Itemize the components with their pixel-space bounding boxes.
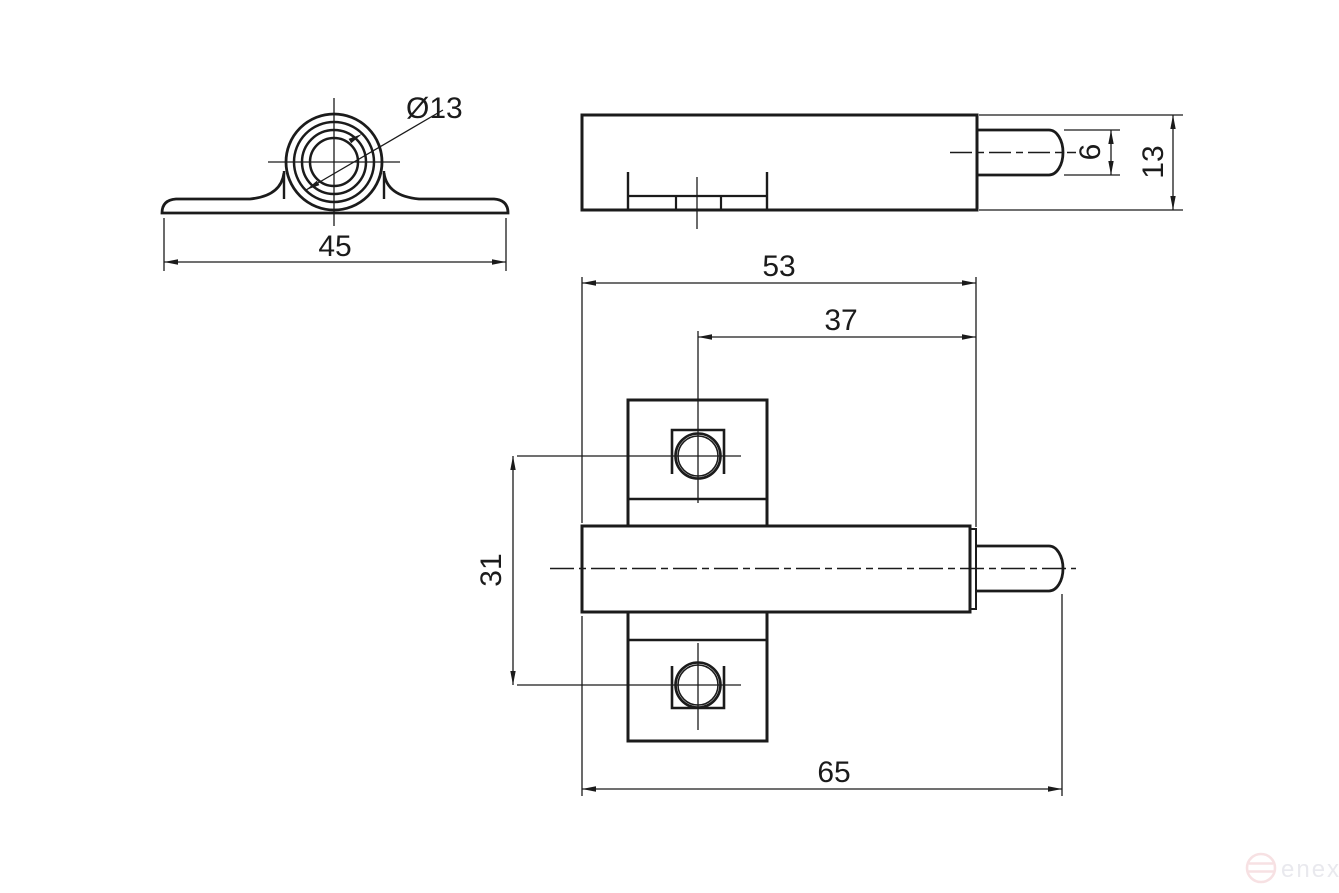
- arrowhead: [1170, 115, 1176, 129]
- plan-view: 53 37 31 65: [475, 250, 1076, 796]
- dim-label-overall-length: 65: [817, 756, 850, 789]
- arrowhead: [510, 456, 516, 470]
- brand-text: enex: [1281, 856, 1339, 883]
- base-plate-outline: [160, 172, 510, 215]
- arrowhead: [698, 334, 712, 340]
- dim-boss-diameter: Ø13: [305, 92, 463, 191]
- dim-body-length: 53: [581, 250, 977, 527]
- dim-label-pin-diameter: 6: [1074, 144, 1107, 161]
- arrowhead: [1108, 130, 1114, 144]
- watermark: enex: [1245, 852, 1339, 884]
- side-view: 6 13: [580, 113, 1183, 229]
- dim-overall-length: 65: [581, 594, 1063, 796]
- dim-pin-diameter: 6: [1064, 129, 1120, 176]
- arrowhead: [962, 334, 976, 340]
- arrowhead: [582, 280, 596, 286]
- arrowhead: [492, 259, 506, 265]
- side-flange-feature: [626, 172, 769, 229]
- arrowhead: [510, 671, 516, 685]
- arrowhead: [1108, 161, 1114, 175]
- front-view: Ø13 45: [160, 92, 510, 271]
- arrowhead: [164, 259, 178, 265]
- dim-hole-spacing: 31: [475, 456, 516, 685]
- side-body-outline: [580, 113, 979, 212]
- dim-label-boss-diameter: Ø13: [406, 92, 463, 125]
- brand-logo-icon: [1245, 852, 1277, 884]
- bottom-flange: [517, 612, 769, 743]
- dim-body-height: 13: [979, 114, 1183, 211]
- dim-label-hole-to-end: 37: [824, 304, 857, 337]
- top-flange: [517, 398, 769, 526]
- side-pin-outline: [977, 128, 1065, 177]
- arrowhead: [306, 180, 320, 190]
- dim-base-width: 45: [163, 218, 507, 271]
- arrowhead: [1170, 196, 1176, 210]
- arrowhead: [348, 134, 362, 144]
- arrowhead: [582, 786, 596, 792]
- dim-hole-to-end: 37: [697, 304, 976, 404]
- dim-label-body-length: 53: [762, 250, 795, 283]
- dim-label-base-width: 45: [318, 230, 351, 263]
- arrowhead: [962, 280, 976, 286]
- dim-label-hole-spacing: 31: [475, 553, 508, 586]
- arrowhead: [1048, 786, 1062, 792]
- dim-label-body-height: 13: [1137, 145, 1170, 178]
